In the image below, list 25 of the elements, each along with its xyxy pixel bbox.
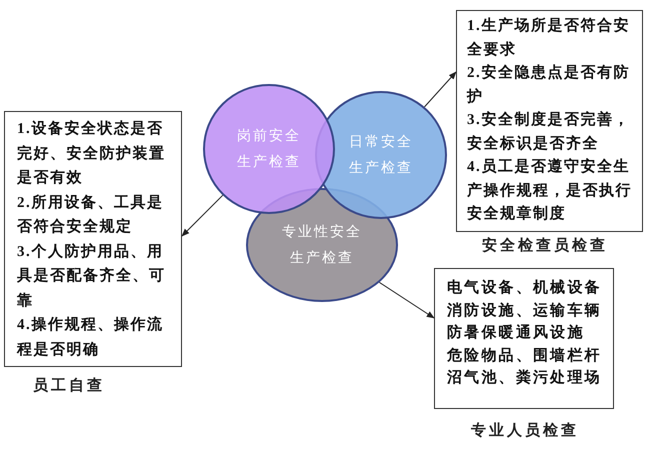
checklist-item: 防暑保暖通风设施 <box>447 323 586 343</box>
checklist-box <box>434 268 614 409</box>
checklist-item: 4.操作规程、操作流程是否明确 <box>17 315 164 360</box>
checklist-item: 危险物品、围墙栏杆 <box>447 346 603 366</box>
checklist-item: 2.安全隐患点是否有防护 <box>467 63 631 106</box>
checklist-item: 4.员工是否遵守安全生产操作规程，是否执行安全规章制度 <box>467 157 633 224</box>
box-caption: 专业人员检查 <box>470 421 580 440</box>
circle-label: 岗前安全生产检查 <box>237 128 301 170</box>
checklist-item: 2.所用设备、工具是否符合安全规定 <box>17 193 164 237</box>
checklist-item: 1.设备安全状态是否完好、安全防护装置是否有效 <box>17 119 166 188</box>
box-caption: 安全检查员检查 <box>481 236 609 255</box>
arrow <box>424 71 457 108</box>
checklist-item: 电气设备、机械设备 <box>447 278 603 298</box>
checklist-item: 1.生产场所是否符合安全要求 <box>467 16 631 60</box>
circle-label: 日常安全生产检查 <box>349 134 413 176</box>
checklist-item: 3.安全制度是否完善，安全标识是否齐全 <box>467 110 631 154</box>
checklist-box <box>4 111 182 367</box>
arrow <box>378 282 435 318</box>
box-caption: 员工自查 <box>32 376 106 395</box>
checklist-box <box>456 10 643 232</box>
checklist-item: 消防设施、运输车辆 <box>447 301 603 320</box>
arrow <box>181 194 224 237</box>
checklist-item: 3.个人防护用品、用具是否配备齐全、可靠 <box>17 242 166 310</box>
circle-label: 专业性安全生产检查 <box>282 224 362 266</box>
checklist-item: 沼气池、粪污处理场 <box>447 368 603 388</box>
